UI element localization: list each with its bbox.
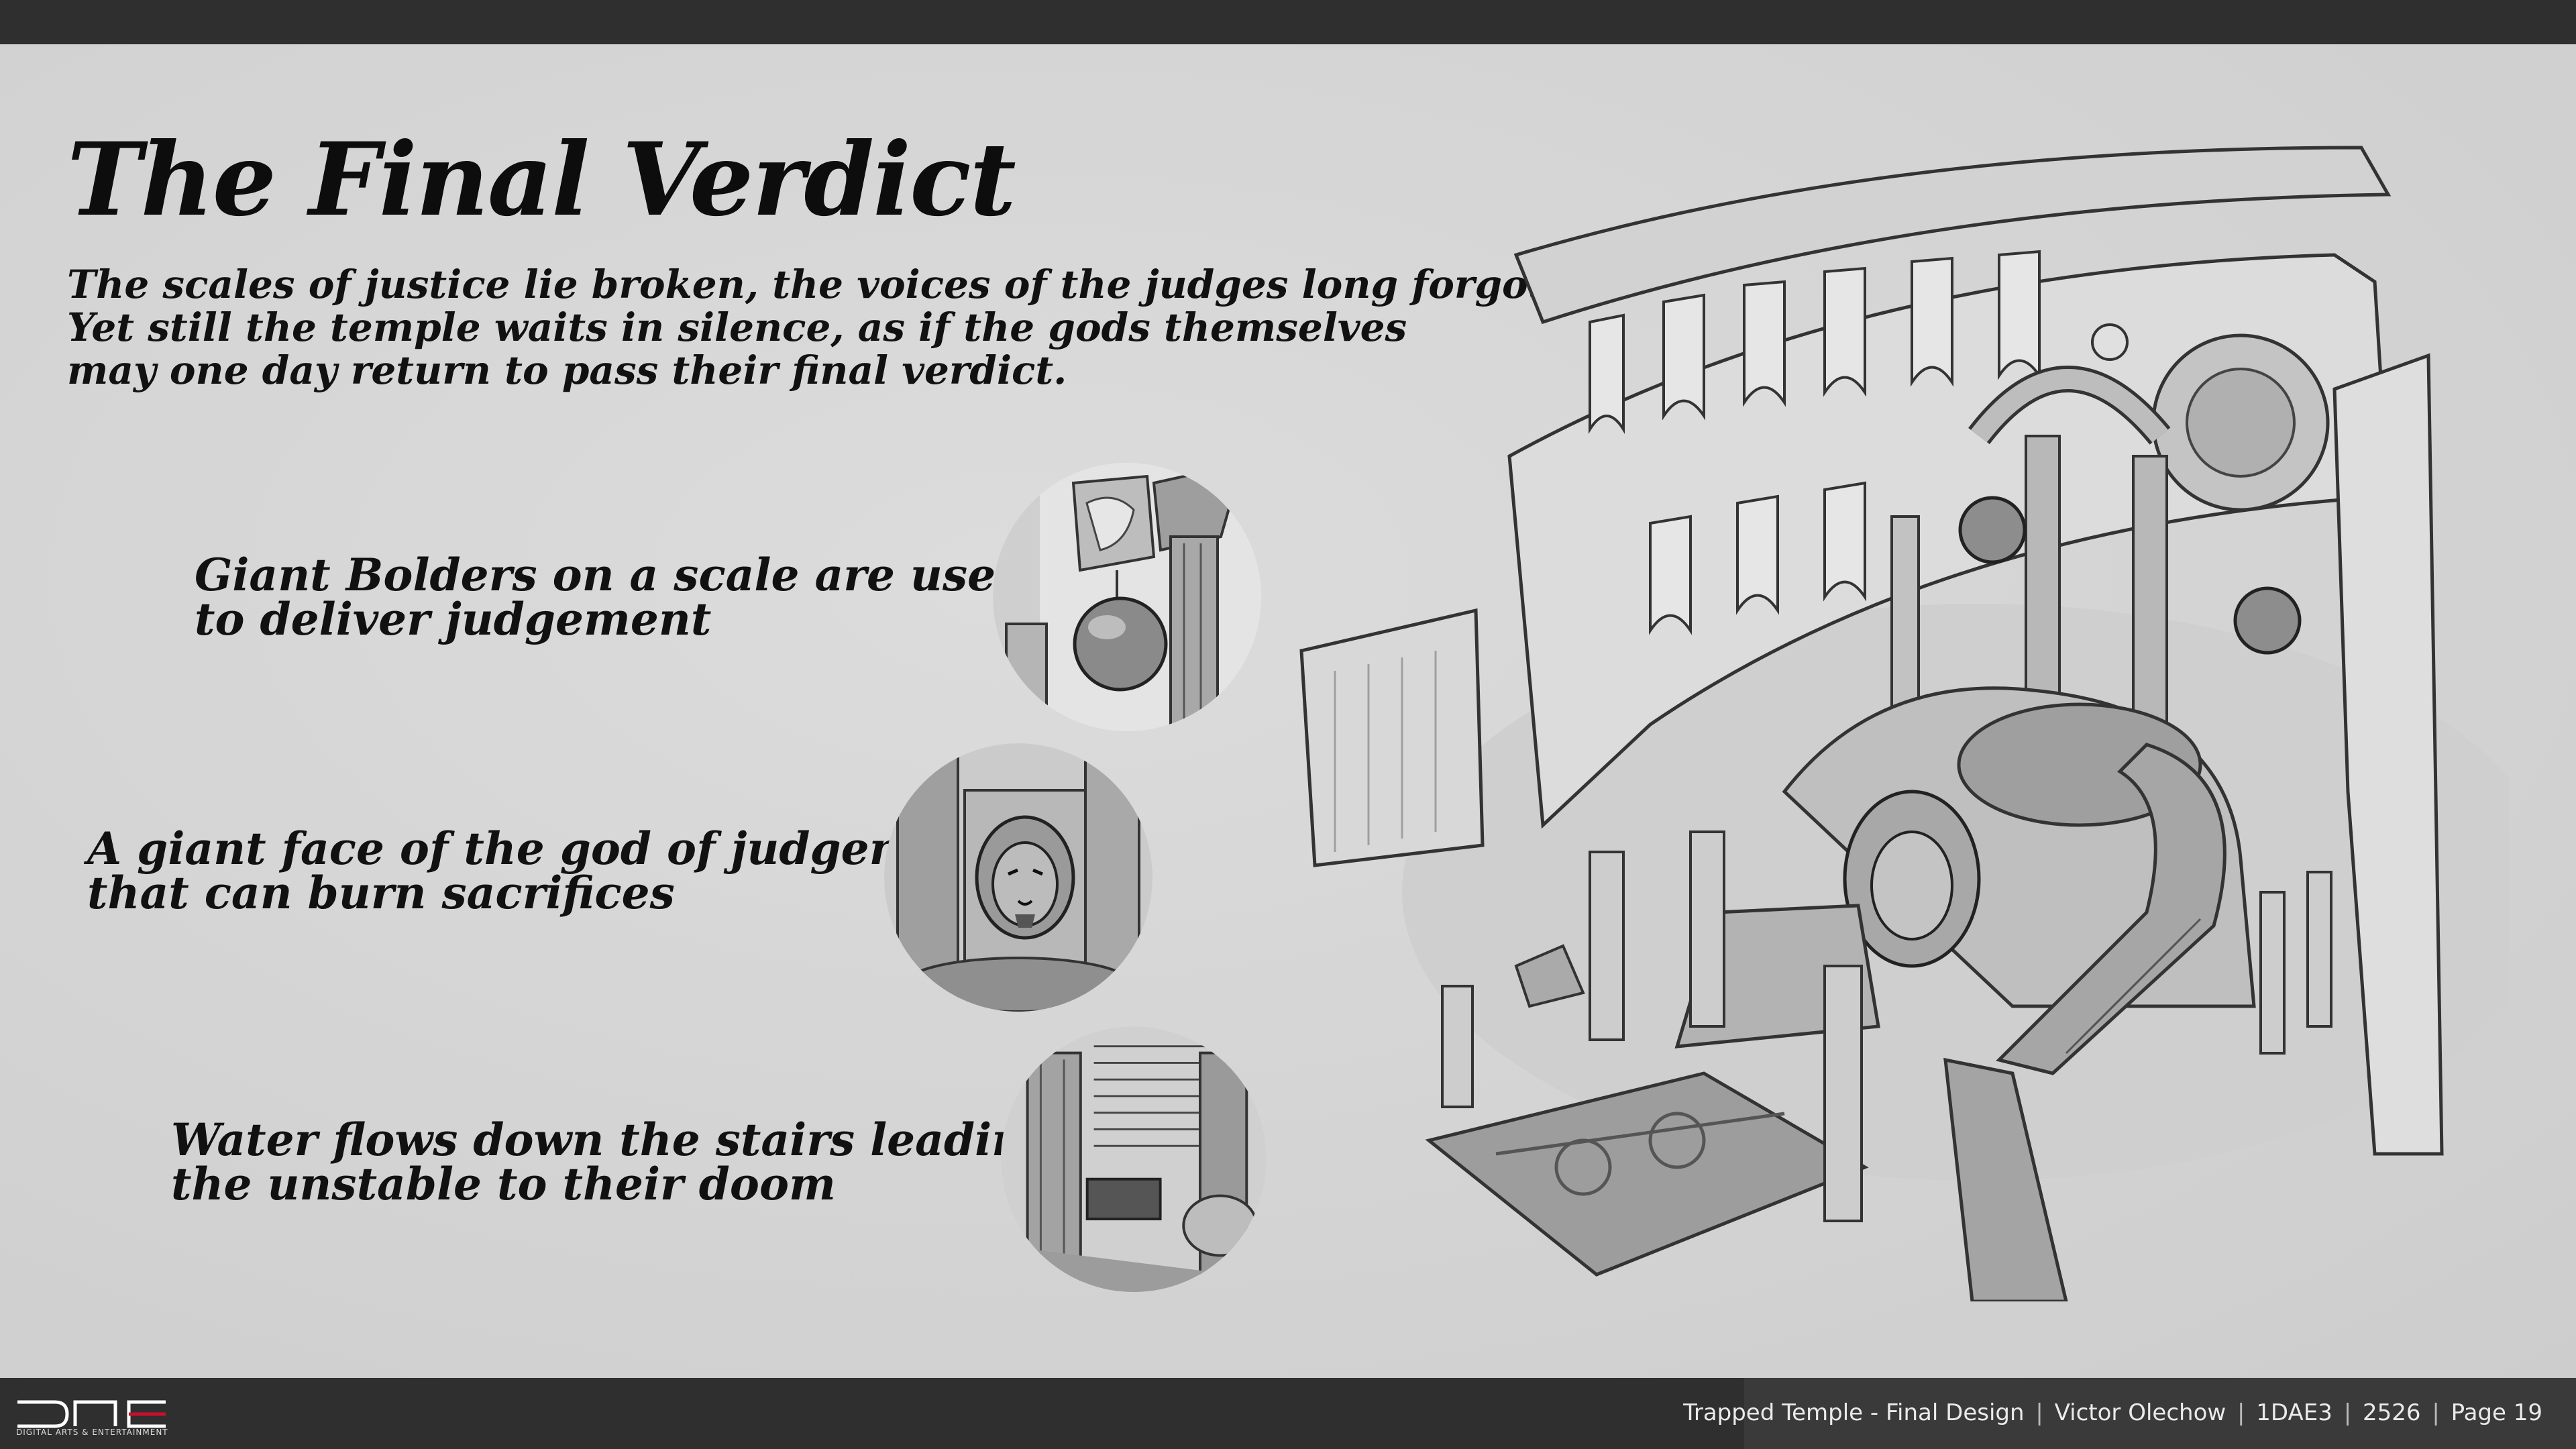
callout-water-stairs: Water flows down the stairs leading the … bbox=[171, 1118, 1055, 1206]
slide-title: The Final Verdict bbox=[67, 121, 1016, 239]
top-bar bbox=[0, 0, 2576, 44]
intro-line: Yet still the temple waits in silence, a… bbox=[67, 305, 1407, 350]
footer-separator: | bbox=[2432, 1399, 2440, 1426]
footer-page: Page 19 bbox=[2451, 1399, 2542, 1426]
callout-line: that can burn sacrifices bbox=[87, 867, 675, 919]
logo-subtext: DIGITAL ARTS & ENTERTAINMENT bbox=[16, 1428, 168, 1437]
temple-concept-sketch bbox=[1275, 121, 2509, 1301]
callout-line: Water flows down the stairs leading bbox=[171, 1114, 1055, 1166]
dae-logo-icon bbox=[17, 1400, 166, 1428]
footer-meta: Trapped Temple - Final Design | Victor O… bbox=[1683, 1399, 2542, 1426]
callout-god-face: A giant face of the god of judgement tha… bbox=[87, 826, 997, 915]
callout-line: Giant Bolders on a scale are used bbox=[195, 549, 1027, 601]
footer-separator: | bbox=[2035, 1399, 2043, 1426]
footer-year: 2526 bbox=[2362, 1399, 2421, 1426]
footer-separator: | bbox=[2237, 1399, 2245, 1426]
callout-line: the unstable to their doom bbox=[171, 1158, 836, 1210]
footer-bar: DIGITAL ARTS & ENTERTAINMENT Trapped Tem… bbox=[0, 1378, 2576, 1449]
footer-info-panel bbox=[1744, 1378, 2576, 1449]
detail-sketch-water-stairs bbox=[1001, 1026, 1267, 1292]
footer-author: Victor Olechow bbox=[2054, 1399, 2226, 1426]
callout-boulders: Giant Bolders on a scale are used to del… bbox=[195, 553, 1026, 641]
detail-sketch-boulder-scale bbox=[993, 463, 1261, 731]
callout-line: to deliver judgement bbox=[195, 593, 712, 645]
detail-sketch-god-face bbox=[884, 743, 1152, 1012]
intro-text: The scales of justice lie broken, the vo… bbox=[67, 262, 1631, 393]
footer-separator: | bbox=[2343, 1399, 2352, 1426]
callout-line: A giant face of the god of judgement bbox=[87, 822, 997, 875]
intro-line: may one day return to pass their final v… bbox=[67, 347, 1067, 393]
footer-project: Trapped Temple - Final Design bbox=[1683, 1399, 2025, 1426]
footer-class: 1DAE3 bbox=[2256, 1399, 2332, 1426]
intro-line: The scales of justice lie broken, the vo… bbox=[67, 262, 1631, 307]
